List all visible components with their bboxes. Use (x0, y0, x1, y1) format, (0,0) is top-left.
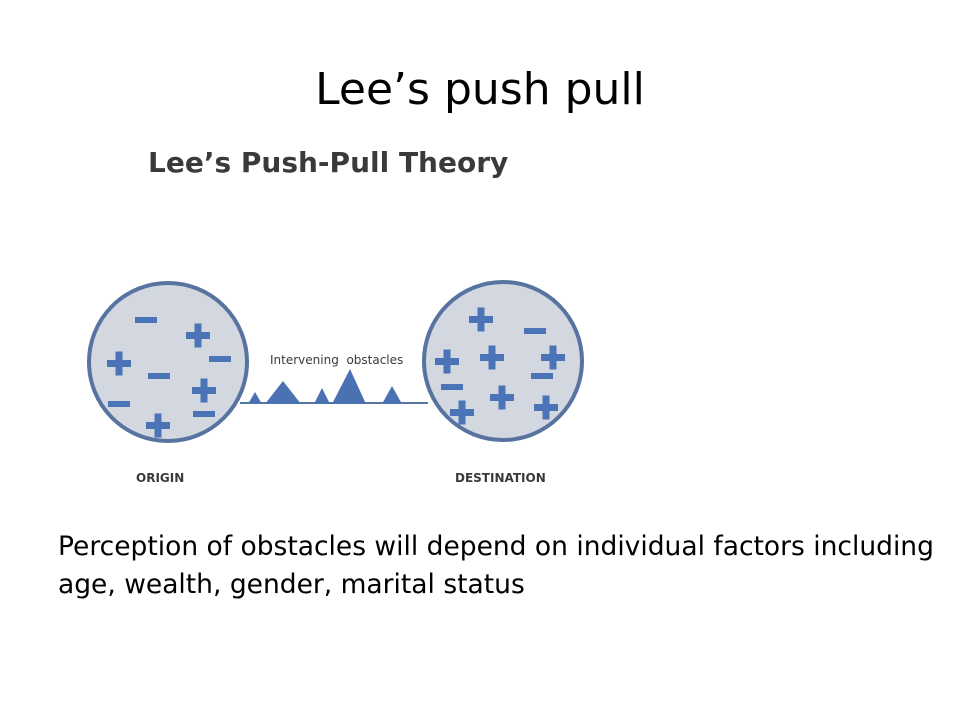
origin-minus-icon (209, 356, 231, 362)
destination-plus-icon (541, 345, 565, 370)
origin-minus-icon (108, 401, 130, 407)
destination-plus-icon (490, 385, 514, 410)
slide-title: Lee’s push pull (315, 64, 645, 115)
diagram-heading: Lee’s Push-Pull Theory (148, 146, 508, 179)
obstacle-mountain-2 (265, 381, 301, 404)
obstacle-mountain-4 (332, 369, 366, 404)
origin-plus-icon (186, 323, 210, 348)
origin-plus-icon (192, 378, 216, 403)
destination-minus-icon (531, 373, 553, 379)
push-pull-diagram: Lee’s Push-Pull Theory Intervening obsta… (60, 128, 620, 508)
origin-minus-icon (148, 373, 170, 379)
destination-plus-icon (480, 345, 504, 370)
obstacle-mountain-5 (382, 386, 402, 404)
slide-caption: Perception of obstacles will depend on i… (58, 531, 934, 600)
origin-minus-icon (135, 317, 157, 323)
destination-minus-icon (441, 384, 463, 390)
obstacle-mountain-1 (248, 392, 262, 404)
origin-plus-icon (107, 351, 131, 376)
origin-label: ORIGIN (136, 471, 184, 485)
destination-minus-icon (524, 328, 546, 334)
origin-minus-icon (193, 411, 215, 417)
push-pull-diagram-svg: Lee’s Push-Pull Theory Intervening obsta… (87, 146, 584, 485)
obstacles-label: Intervening obstacles (270, 353, 403, 367)
destination-plus-icon (534, 395, 558, 420)
obstacle-mountain-3 (314, 388, 330, 404)
origin-plus-icon (146, 413, 170, 438)
destination-plus-icon (469, 307, 493, 332)
obstacle-mountains (248, 369, 402, 404)
destination-plus-icon (435, 349, 459, 374)
destination-label: DESTINATION (455, 471, 546, 485)
destination-plus-icon (450, 400, 474, 425)
